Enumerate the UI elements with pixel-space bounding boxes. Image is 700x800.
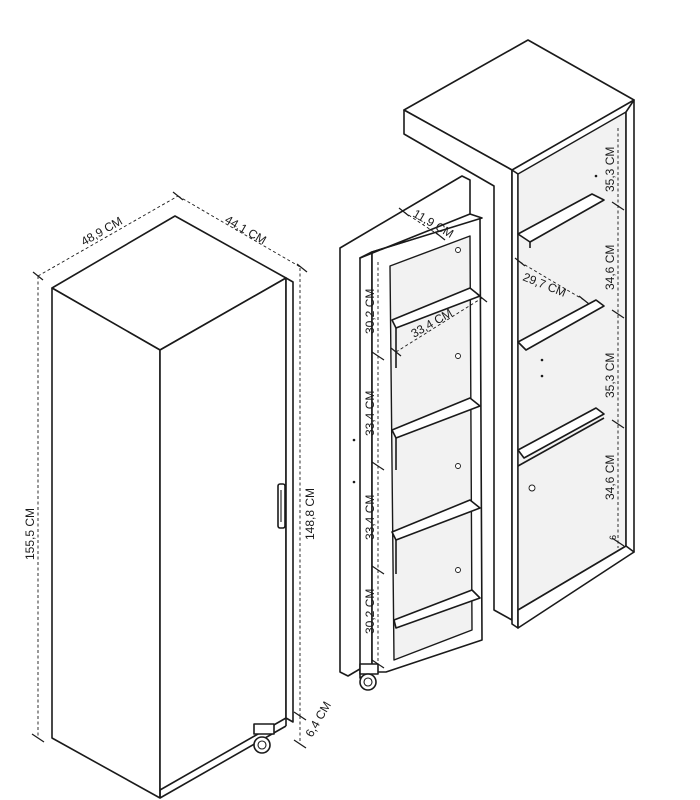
rack-wheel	[359, 663, 379, 691]
closed-cabinet-wheel	[253, 723, 275, 754]
dim-drawer-sec-4: 30,2 CM	[363, 589, 377, 634]
open-cabinet-shelves	[517, 193, 605, 467]
pullout-rack: 11,9 CM 33,4 CM 30,2 CM 33,4 CM 33,4 CM …	[339, 175, 488, 691]
closed-cabinet-side	[51, 287, 161, 799]
dim-cab-sec-3: 35,3 CM	[603, 353, 617, 398]
closed-cabinet: 48,9 CM 44,1 CM 155,5 CM 148,8 CM 6,4 CM	[23, 191, 334, 799]
dim-cab-sec-1: 35,3 CM	[603, 147, 617, 192]
dim-width: 48,9 CM	[79, 214, 125, 249]
dim-total-height: 155,5 CM	[23, 508, 37, 560]
rack-inner	[389, 235, 473, 661]
dim-cab-small: 6	[608, 535, 618, 540]
open-cabinet: 29,7 CM 35,3 CM 34,6 CM 35,3 CM 34,6 CM …	[403, 39, 635, 629]
dim-drawer-sec-3: 33,4 CM	[363, 495, 377, 540]
dim-drawer-sec-2: 33,4 CM	[363, 391, 377, 436]
dim-wheel-height: 6,4 CM	[302, 699, 333, 740]
dim-body-height: 148,8 CM	[303, 488, 317, 540]
dim-drawer-sec-1: 30,2 CM	[363, 289, 377, 334]
closed-cabinet-door	[159, 277, 287, 791]
rack-shelves	[391, 287, 481, 629]
dim-cab-sec-2: 34,6 CM	[603, 245, 617, 290]
dim-depth: 44,1 CM	[223, 212, 269, 247]
closed-cabinet-door-edge	[285, 277, 294, 723]
dim-cab-sec-4: 34,6 CM	[603, 455, 617, 500]
